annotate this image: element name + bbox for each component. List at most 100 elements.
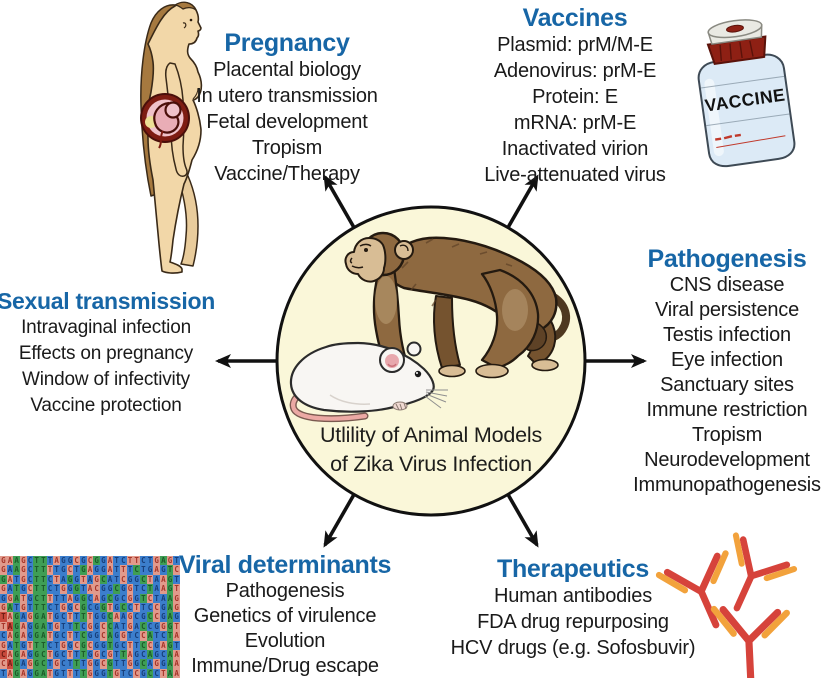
- monkey-fur-strokes: [401, 238, 513, 307]
- alignment-cell: T: [119, 621, 127, 632]
- center-caption-line2: of Zika Virus Infection: [330, 452, 532, 476]
- alignment-cell: T: [46, 650, 54, 660]
- alignment-cell: T: [73, 621, 80, 632]
- section-item: Immune/Drug escape: [191, 655, 379, 677]
- alignment-cell: G: [33, 612, 40, 622]
- alignment-cell: A: [113, 612, 120, 622]
- alignment-cell: T: [53, 593, 60, 604]
- alignment-cell: A: [159, 584, 167, 594]
- alignment-cell: T: [0, 621, 7, 632]
- section-title: Therapeutics: [496, 555, 650, 583]
- monkey-near-foot: [475, 363, 509, 379]
- alignment-cell: T: [53, 574, 60, 585]
- alignment-cell: A: [39, 621, 47, 632]
- alignment-cell: G: [59, 584, 67, 594]
- alignment-cell: A: [39, 612, 47, 622]
- alignment-cell: G: [153, 556, 160, 566]
- umbilical-cord: [158, 130, 164, 149]
- alignment-cell: A: [173, 631, 180, 641]
- alignment-cell: T: [79, 650, 87, 660]
- section-item: Effects on pregnancy: [18, 343, 194, 364]
- alignment-cell: G: [86, 631, 94, 641]
- alignment-cell: T: [39, 565, 47, 575]
- alignment-cell: A: [106, 631, 114, 641]
- section-title: Vaccines: [522, 4, 628, 32]
- center-caption-line1: Utlility of Animal Models: [319, 423, 543, 447]
- alignment-cell: T: [73, 565, 80, 575]
- alignment-cell: C: [86, 603, 94, 613]
- alignment-cell: A: [19, 621, 27, 632]
- alignment-cell: G: [133, 574, 140, 585]
- alignment-cell: T: [39, 574, 47, 585]
- alignment-cell: T: [33, 584, 40, 594]
- alignment-cell: T: [59, 593, 67, 604]
- alignment-cell: A: [39, 631, 47, 641]
- alignment-cell: T: [46, 612, 54, 622]
- alignment-cell: T: [59, 668, 67, 678]
- alignment-cell: A: [86, 565, 94, 575]
- alignment-cell: G: [173, 603, 180, 613]
- alignment-cell: C: [99, 631, 107, 641]
- alignment-cell: T: [146, 556, 154, 566]
- section-title: Pathogenesis: [647, 245, 807, 273]
- section-item: Human antibodies: [493, 585, 653, 607]
- alignment-cell: G: [93, 621, 100, 632]
- alignment-cell: T: [133, 603, 140, 613]
- alignment-cell: T: [66, 668, 74, 678]
- alignment-cell: T: [0, 612, 7, 622]
- fetus-head: [164, 101, 182, 119]
- alignment-cell: T: [73, 659, 80, 669]
- alignment-cell: G: [113, 631, 120, 641]
- alignment-cell: T: [173, 556, 180, 566]
- alignment-cell: T: [46, 565, 54, 575]
- section-title: Sexual transmission: [0, 288, 215, 314]
- alignment-cell: T: [13, 603, 20, 613]
- section-item: CNS disease: [669, 274, 785, 296]
- alignment-cell: T: [139, 565, 147, 575]
- alignment-cell: A: [113, 621, 120, 632]
- alignment-cell: G: [99, 584, 107, 594]
- alignment-cell: C: [73, 640, 80, 651]
- alignment-cell: T: [73, 668, 80, 678]
- vial-cap-ridges: [719, 40, 754, 61]
- alignment-cell: G: [146, 565, 154, 575]
- alignment-cell: T: [119, 565, 127, 575]
- section-item: Plasmid: prM/M-E: [497, 34, 653, 56]
- alignment-cell: G: [126, 612, 134, 622]
- alignment-cell: T: [133, 584, 140, 594]
- alignment-cell: A: [6, 584, 14, 594]
- alignment-cell: G: [166, 556, 174, 566]
- alignment-cell: G: [113, 593, 120, 604]
- alignment-cell: A: [159, 640, 167, 651]
- alignment-cell: C: [119, 593, 127, 604]
- alignment-cell: G: [66, 584, 74, 594]
- section-item: Adenovirus: prM-E: [493, 60, 657, 82]
- woman-breast-line: [192, 87, 199, 100]
- monkey-face-lines: [349, 243, 372, 269]
- alignment-cell: G: [26, 659, 34, 669]
- alignment-cell: T: [46, 631, 54, 641]
- alignment-cell: A: [93, 593, 100, 604]
- alignment-cell: C: [153, 603, 160, 613]
- alignment-cell: T: [33, 556, 40, 566]
- alignment-cell: G: [113, 640, 120, 651]
- alignment-cell: A: [6, 631, 14, 641]
- alignment-cell: C: [159, 631, 167, 641]
- mouse-eye-highlight: [416, 372, 418, 374]
- alignment-cell: C: [79, 631, 87, 641]
- alignment-cell: T: [119, 650, 127, 660]
- woman-ear: [182, 22, 187, 29]
- alignment-cell: C: [86, 640, 94, 651]
- alignment-cell: G: [13, 621, 20, 632]
- alignment-cell: A: [153, 565, 160, 575]
- monkey-ear-inner: [399, 244, 409, 252]
- alignment-cell: T: [33, 640, 40, 651]
- section-item: FDA drug repurposing: [477, 611, 669, 633]
- mouse-ear-fold: [387, 363, 397, 367]
- alignment-cell: G: [13, 668, 20, 678]
